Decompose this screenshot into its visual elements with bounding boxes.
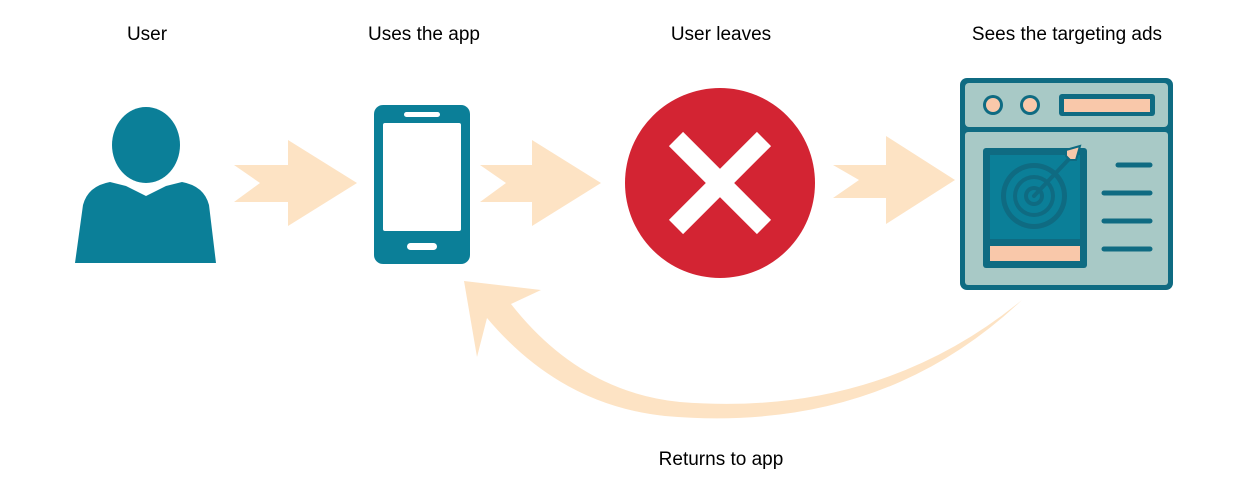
user-icon <box>75 107 216 263</box>
arrow-3-icon <box>833 136 955 224</box>
smartphone-icon <box>374 105 470 264</box>
arrow-2-icon <box>480 140 601 226</box>
step-label-uses-app: Uses the app <box>368 24 480 45</box>
return-arrow-icon <box>464 281 1022 419</box>
close-icon <box>625 88 815 278</box>
step-label-user: User <box>127 24 168 45</box>
step-label-user-leaves: User leaves <box>671 24 771 45</box>
targeted-ad-browser-icon <box>960 78 1173 290</box>
step-label-sees-ads: Sees the targeting ads <box>972 24 1162 45</box>
arrow-1-icon <box>234 140 357 226</box>
return-label: Returns to app <box>659 449 784 470</box>
